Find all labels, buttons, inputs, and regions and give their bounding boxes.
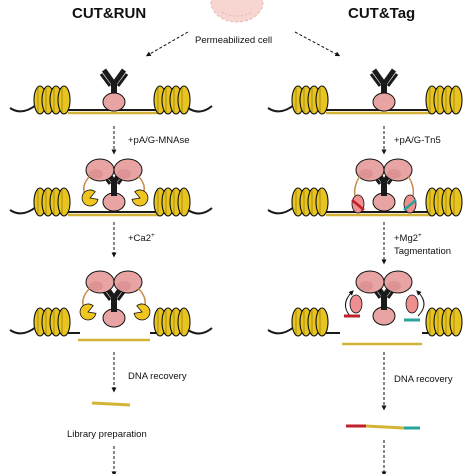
left-recovery-label: DNA recovery (128, 371, 187, 382)
cut-tag-title: CUT&Tag (348, 5, 415, 22)
right-recovery-label: DNA recovery (394, 374, 453, 385)
left-recovered-dna (91, 401, 131, 407)
tagmentation-label: Tagmentation (394, 246, 451, 257)
right-enzyme-label: +pA/G-Tn5 (394, 135, 441, 146)
cut-run-step2 (9, 158, 213, 217)
cut-tag-step3 (267, 270, 463, 346)
arrow-to-cut-run (145, 31, 189, 57)
left-enzyme-label: +pA/G-MNAse (128, 135, 190, 146)
cut-run-title: CUT&RUN (72, 5, 146, 22)
arrow-to-cut-tag (294, 31, 341, 57)
right-recovered-tagged-dna (346, 424, 420, 430)
cut-tag-step1 (267, 70, 463, 115)
right-ion-label: +Mg2+ (394, 232, 422, 244)
cut-tag-step2 (267, 158, 463, 217)
start-label: Permeabilized cell (195, 35, 272, 46)
cut-run-step3 (9, 270, 213, 342)
library-prep-label: Library preparation (67, 429, 147, 440)
left-ion-label: +Ca2+ (128, 232, 155, 244)
permeabilized-cell-icon (210, 0, 264, 23)
cut-run-step1 (9, 70, 213, 115)
